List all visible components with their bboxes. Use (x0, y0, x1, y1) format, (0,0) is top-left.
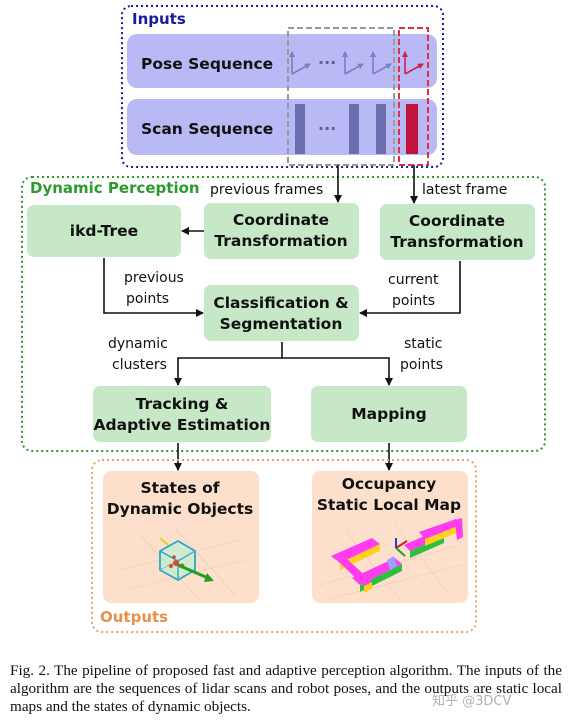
mapping-label: Mapping (351, 405, 427, 423)
ikd-tree-box (27, 205, 181, 257)
pose-axes-icons (289, 51, 392, 75)
tracking-estimation-box (93, 386, 271, 442)
pose-ellipsis: ··· (318, 53, 336, 72)
coordinate-transformation-box-previous (204, 203, 359, 259)
outputs-title: Outputs (100, 608, 168, 626)
arrow-previous-points (103, 258, 204, 317)
latest-frame-label: latest frame (422, 182, 507, 198)
static-local-map-illustration (319, 518, 463, 601)
flow-arrows (103, 165, 461, 471)
coordinate-transformation-label: Transformation (214, 232, 347, 250)
states-label: Dynamic Objects (107, 500, 253, 518)
previous-frames-selection (287, 27, 395, 166)
inputs-group (121, 5, 444, 168)
mapping-box (311, 386, 467, 442)
scan-bar (376, 104, 386, 154)
figure-caption: Fig. 2. The pipeline of proposed fast an… (10, 662, 562, 715)
outputs-group (91, 459, 477, 633)
latest-scan-bar (406, 104, 418, 154)
occupancy-label: Static Local Map (317, 496, 461, 514)
arrow-dynamic-clusters (174, 357, 282, 386)
tracking-label: Tracking & (136, 395, 229, 413)
current-points-label: points (392, 293, 435, 309)
scan-bar (295, 104, 305, 154)
previous-points-label: points (126, 291, 169, 307)
pose-axis-icon (289, 51, 311, 75)
dynamic-object-bbox-illustration (119, 527, 246, 601)
pipeline-diagram: Inputs Pose Sequence Scan Sequence ··· ·… (21, 5, 546, 633)
scan-bar (349, 104, 359, 154)
coordinate-transformation-box-latest (380, 204, 535, 260)
watermark: 知乎 @3DCV (432, 694, 512, 709)
coordinate-transformation-label: Coordinate (233, 211, 329, 229)
pose-sequence-band (127, 34, 437, 88)
states-output-box (103, 471, 259, 603)
ikd-tree-label: ikd-Tree (70, 222, 138, 240)
scan-sequence-band (127, 99, 437, 155)
previous-points-label: previous (124, 270, 184, 286)
classification-label: Segmentation (220, 315, 343, 333)
previous-frames-label: previous frames (210, 182, 323, 198)
classification-label: Classification & (213, 294, 348, 312)
latest-pose-axis-icon (402, 51, 424, 75)
tracking-label: Adaptive Estimation (94, 416, 271, 434)
occupancy-label: Occupancy (342, 475, 436, 493)
inputs-title: Inputs (132, 10, 186, 28)
static-points-label: points (400, 357, 443, 373)
arrow-static-points (282, 357, 393, 386)
pose-sequence-label: Pose Sequence (141, 55, 273, 73)
pose-axis-icon (370, 51, 392, 75)
dynamic-clusters-label: clusters (112, 357, 167, 373)
dynamic-perception-group (21, 176, 546, 452)
current-points-label: current (388, 272, 439, 288)
static-points-label: static (404, 336, 442, 352)
dynamic-perception-title: Dynamic Perception (30, 179, 200, 197)
dynamic-clusters-label: dynamic (108, 336, 168, 352)
pose-axis-icon (342, 51, 364, 75)
classification-segmentation-box (204, 285, 359, 341)
scan-ellipsis: ··· (318, 119, 336, 138)
states-label: States of (141, 479, 220, 497)
coordinate-transformation-label: Transformation (390, 233, 523, 251)
arrow-current-points (359, 261, 461, 317)
scan-sequence-label: Scan Sequence (141, 120, 273, 138)
coordinate-transformation-label: Coordinate (409, 212, 505, 230)
